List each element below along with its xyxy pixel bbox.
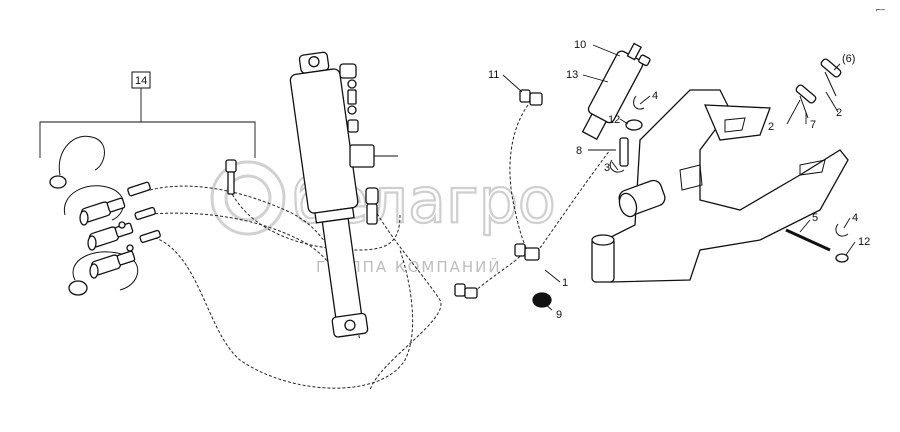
dust-cap-loop-2	[63, 185, 124, 221]
callout-2b: 2	[768, 121, 774, 133]
fitting-vertical	[225, 159, 237, 195]
callout-4a: 4	[652, 90, 658, 102]
hose-route-8	[539, 149, 611, 249]
callout-6: (6)	[842, 53, 855, 65]
hose-route-5	[369, 204, 442, 391]
callout-14: 14	[135, 75, 147, 87]
hose-routes	[149, 104, 611, 391]
callout-12a: 12	[608, 114, 620, 126]
coupler-1	[79, 197, 126, 226]
corner-mark: ⌐–	[876, 5, 886, 14]
washer-12	[625, 119, 643, 131]
pin-3	[609, 137, 629, 173]
callout-2a: 2	[836, 107, 842, 119]
callout-5: 5	[812, 212, 818, 224]
adapter-fittings	[118, 181, 161, 252]
hose-clamp-lower	[454, 283, 478, 299]
hitch-frame	[591, 89, 849, 283]
callout-11: 11	[488, 69, 499, 81]
hose-route-3	[149, 235, 414, 389]
small-cylinder-13	[581, 42, 651, 141]
pins-6-7	[795, 58, 842, 119]
hose-clamp-11	[519, 89, 543, 106]
callout-10: 10	[574, 39, 586, 51]
main-hydraulic-cylinder	[289, 51, 369, 338]
callout-4b: 4	[852, 212, 858, 224]
coupler-2	[87, 222, 134, 251]
watermark: белагро ГРУППА КОМПАНИЙ	[210, 160, 557, 276]
coupler-3	[89, 250, 136, 279]
callout-8: 8	[576, 145, 582, 157]
clip-4-lower	[835, 223, 849, 263]
watermark-logo-ring	[210, 160, 286, 236]
dust-cap-loop-1	[58, 135, 105, 176]
leader-lines	[502, 44, 856, 311]
valve-block	[349, 144, 375, 168]
rod-5	[785, 228, 831, 252]
dust-cap-1	[49, 175, 67, 189]
callout-3: 3	[604, 162, 610, 174]
watermark-tagline: ГРУППА КОМПАНИЙ	[316, 257, 502, 276]
watermark-logo-inner	[224, 174, 272, 222]
hose-clamp-1	[514, 243, 540, 261]
quick-couplers	[49, 135, 237, 296]
hose-route-7	[509, 104, 529, 251]
callout-13: 13	[566, 69, 578, 81]
cylinder-fittings	[339, 63, 398, 225]
plug-9	[532, 292, 552, 308]
upper-arm	[703, 104, 771, 141]
callout-12b: 12	[858, 236, 870, 248]
callout-9: 9	[556, 309, 562, 321]
callout-1: 1	[562, 277, 568, 289]
clip-4	[633, 95, 645, 110]
callout-7: 7	[810, 119, 816, 131]
callout-labels: 1 2 2 3 4 4 5 (6) 7 8 9 10 11 12 12 13	[488, 39, 870, 321]
item-14-group-bracket: 14	[39, 71, 256, 158]
dust-cap-3	[68, 280, 88, 296]
